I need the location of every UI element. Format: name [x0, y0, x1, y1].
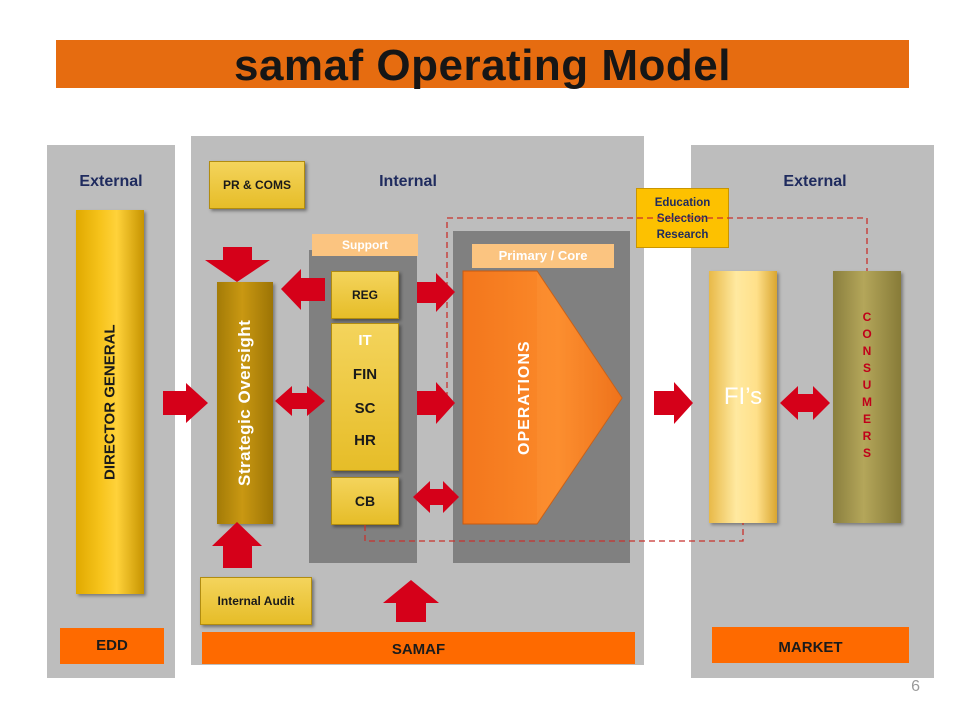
- pr-coms-box: PR & COMS: [209, 161, 305, 209]
- arrow-double-strategic: [275, 386, 325, 416]
- red-arrows: [163, 247, 830, 622]
- consumers-bar: CONSUMERS: [833, 271, 901, 523]
- title-bar: [56, 40, 909, 88]
- fis-bar: FI’s: [709, 271, 777, 523]
- research-label: Research: [656, 229, 709, 241]
- arrow-up-from-samaf: [383, 580, 439, 622]
- arrow-left-to-strategic: [281, 269, 325, 310]
- support-functions-box: IT FIN SC HR: [331, 323, 399, 471]
- consumers-label: CONSUMERS: [862, 310, 872, 460]
- arrow-double-consumers: [780, 386, 830, 420]
- primary-core-label: Primary / Core: [472, 244, 614, 268]
- arrow-right-fis: [654, 382, 693, 424]
- operations-arrow-shape: [462, 270, 623, 525]
- director-general-bar: DIRECTOR GENERAL: [76, 210, 144, 594]
- market-footer: MARKET: [712, 627, 909, 663]
- arrow-right-functions: [417, 382, 455, 424]
- cb-box: CB: [331, 477, 399, 525]
- right-header: External: [783, 173, 847, 190]
- it-label: IT: [358, 332, 372, 349]
- arrow-down-into-strategic: [205, 247, 270, 282]
- arrow-right-director: [163, 383, 208, 423]
- left-header: External: [79, 173, 143, 190]
- dashed-line-bottom: [364, 523, 744, 542]
- dashed-line-top: [446, 217, 868, 398]
- arrow-right-reg: [417, 273, 455, 312]
- samaf-footer: SAMAF: [202, 632, 635, 664]
- reg-box: REG: [331, 271, 399, 319]
- arrow-double-cb: [413, 481, 459, 513]
- fin-label: FIN: [352, 366, 378, 383]
- page-title: samaf Operating Model: [233, 41, 732, 90]
- education-label: Education: [654, 197, 711, 209]
- edd-footer: EDD: [60, 628, 164, 664]
- operations-label: OPERATIONS: [516, 340, 533, 455]
- fis-label: FI’s: [723, 383, 763, 410]
- internal-audit-box: Internal Audit: [200, 577, 312, 625]
- operations-inner-shape: [537, 271, 622, 524]
- hr-label: HR: [354, 432, 376, 449]
- selection-label: Selection: [656, 213, 709, 225]
- sc-label: SC: [354, 400, 376, 417]
- strategic-oversight-bar: Strategic Oversight: [217, 282, 273, 524]
- center-header: Internal: [379, 173, 437, 190]
- dashed-connectors: [364, 217, 868, 542]
- support-label: Support: [312, 234, 418, 256]
- arrow-up-from-audit: [212, 522, 262, 568]
- page-number: 6: [911, 678, 920, 695]
